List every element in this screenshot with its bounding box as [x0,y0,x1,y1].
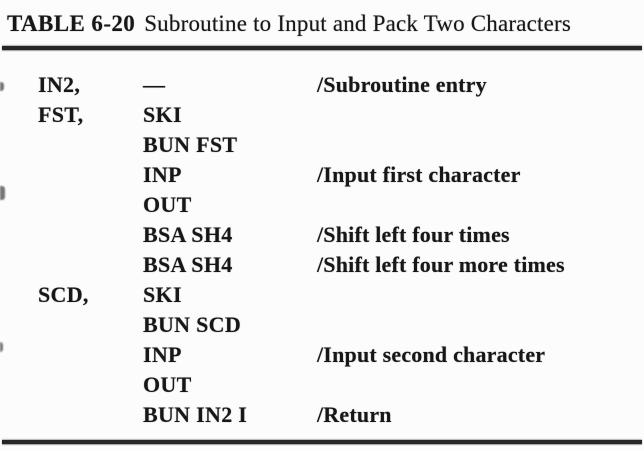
table-number: TABLE 6-20 [7,11,136,36]
instruction-cell: SKI [143,282,182,307]
instruction-cell: INP [143,162,182,187]
table-title: TABLE 6-20 Subroutine to Input and Pack T… [7,9,642,39]
comment-cell [317,310,644,340]
comment-cell: /Subroutine entry [317,72,487,97]
instruction-cell: — [143,72,166,97]
comment-cell: /Shift left four more times [317,252,565,277]
comment-cell: /Shift left four times [317,222,510,247]
comment-cell [317,130,644,160]
instruction-cell: BUN SCD [143,312,242,337]
table-row: OUT [38,370,644,400]
table-row: BSA SH4 /Shift left four times [38,220,644,250]
table-row: BUN SCD [38,310,644,340]
scan-artifact [0,82,4,91]
scan-artifact [0,342,3,352]
scan-artifact [0,186,5,200]
comment-cell [317,280,644,310]
instruction-cell: INP [143,342,182,367]
comment-cell [317,370,644,400]
table-row: OUT [38,190,644,220]
label-cell [38,190,143,220]
top-rule [2,46,642,50]
instruction-cell: BUN IN2 I [143,402,248,427]
label-cell [38,310,143,340]
comment-cell: /Input first character [317,162,521,187]
table-caption: Subroutine to Input and Pack Two Charact… [144,11,572,36]
table-row: SCD, SKI [38,280,644,310]
comment-cell [317,100,644,130]
label-cell [38,400,143,430]
comment-cell: /Return [317,402,392,427]
comment-cell [317,190,644,220]
instruction-cell: BSA SH4 [143,252,233,277]
table-row: BUN IN2 I /Return [38,400,644,430]
label-cell: FST, [38,102,84,127]
instruction-cell: BUN FST [143,132,238,157]
label-cell [38,220,143,250]
label-cell: SCD, [38,282,89,307]
comment-cell: /Input second character [317,342,546,367]
table-row: BSA SH4 /Shift left four more times [38,250,644,280]
label-cell: IN2, [38,72,81,97]
instruction-cell: BSA SH4 [143,222,233,247]
instruction-cell: OUT [143,372,192,397]
label-cell [38,340,143,370]
label-cell [38,160,143,190]
table-row: INP /Input second character [38,340,644,370]
label-cell [38,130,143,160]
table-row: BUN FST [38,130,644,160]
table-row: IN2, — /Subroutine entry [38,70,644,100]
table-row: INP /Input first character [38,160,644,190]
instruction-cell: OUT [143,192,192,217]
label-cell [38,250,143,280]
label-cell [38,370,143,400]
code-listing: IN2, — /Subroutine entry FST, SKI BUN FS… [38,70,644,430]
bottom-rule [2,440,642,444]
table-row: FST, SKI [38,100,644,130]
instruction-cell: SKI [143,102,182,127]
